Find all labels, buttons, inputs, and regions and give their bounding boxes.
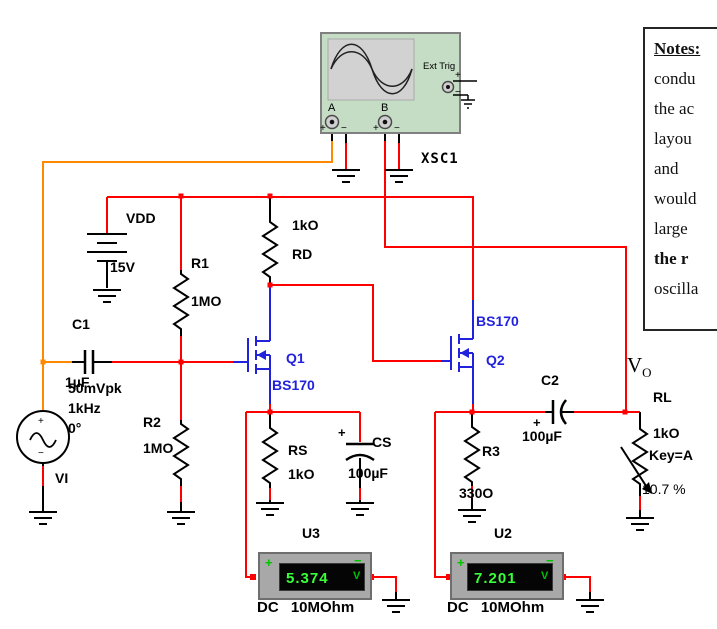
c2-value-label: 100µF: [522, 428, 562, 444]
resistor-rs[interactable]: [261, 424, 279, 488]
wire-red[interactable]: [42, 141, 641, 592]
vi-plus: +: [38, 416, 44, 427]
r3-ref-label: R3: [482, 443, 500, 459]
resistor-rd[interactable]: [261, 218, 279, 282]
potentiometer-rl[interactable]: [620, 425, 652, 494]
vi-amplitude-label: 50mVpk: [68, 380, 122, 396]
mosfet-q2[interactable]: [441, 300, 474, 404]
ext-trig-plus: +: [455, 70, 461, 81]
rl-key-label: Key=A: [649, 447, 693, 463]
scope-channel-a-label: A: [328, 102, 336, 114]
vi-ref-label: VI: [55, 470, 69, 486]
u2-display: 7.201 V: [467, 563, 553, 591]
notes-line: would: [654, 189, 697, 208]
vo-subscript: O: [642, 365, 652, 381]
r1-value-label: 1MO: [191, 293, 222, 309]
capacitor-c2[interactable]: [551, 399, 567, 425]
capacitor-cs[interactable]: [345, 442, 375, 462]
c2-plus: +: [533, 415, 541, 430]
u3-unit: V: [353, 570, 361, 582]
sine-icon: [29, 432, 57, 448]
u2-reading: 7.201: [474, 570, 517, 587]
notes-line: Notes:: [654, 39, 701, 58]
cs-ref-label: CS: [372, 434, 392, 450]
terminal-b[interactable]: [377, 114, 393, 130]
u3-reading: 5.374: [286, 570, 329, 587]
terminal-a-plus: +: [320, 123, 326, 134]
notes-line: the r: [654, 249, 689, 268]
r3-value-label: 330O: [459, 485, 494, 501]
rl-percent-label: 10.7 %: [642, 481, 686, 497]
terminal-a-minus: −: [341, 123, 347, 134]
resistor-r2[interactable]: [172, 420, 190, 486]
ac-source-vi[interactable]: [16, 410, 70, 464]
ground-symbols[interactable]: [29, 169, 654, 613]
mosfet-arrow-icon: [460, 348, 469, 358]
q2-ref-label: Q2: [486, 352, 505, 368]
c1-ref-label: C1: [72, 316, 90, 332]
capacitor-c1[interactable]: [83, 350, 95, 374]
vdd-value-label: 15V: [110, 259, 135, 275]
notes-line: oscilla: [654, 279, 699, 298]
q1-model-label: BS170: [272, 377, 315, 393]
ext-trig-minus: −: [455, 87, 461, 98]
notes-line: layou: [654, 129, 692, 148]
scope-ref-label: XSC1: [421, 151, 459, 167]
mosfet-q1[interactable]: [233, 286, 271, 404]
vdd-ref-label: VDD: [126, 210, 156, 226]
vo-symbol: V: [627, 353, 643, 377]
wire-black[interactable]: [42, 120, 641, 600]
u3-ref-label: U3: [302, 525, 320, 541]
q1-ref-label: Q1: [286, 350, 305, 366]
oscilloscope-xsc1[interactable]: [320, 32, 477, 134]
rs-ref-label: RS: [288, 442, 308, 458]
rl-ref-label: RL: [653, 389, 672, 405]
r2-value-label: 1MO: [143, 440, 174, 456]
rs-value-label: 1kO: [288, 466, 315, 482]
u2-mode-label: DC 10MOhm: [447, 599, 545, 616]
vi-phase-label: 0°: [68, 420, 82, 436]
terminal-ext-trig[interactable]: [441, 80, 455, 94]
u2-ref-label: U2: [494, 525, 512, 541]
c2-ref-label: C2: [541, 372, 559, 388]
vo-label: VO: [627, 353, 652, 381]
notes-box[interactable]: Notes: condu the ac layou and would larg…: [643, 27, 717, 331]
cs-value-label: 100µF: [348, 465, 388, 481]
u2-unit: V: [541, 570, 549, 582]
u3-display: 5.374 V: [279, 563, 365, 591]
battery-vdd[interactable]: [87, 233, 127, 262]
cs-plus: +: [338, 425, 346, 440]
terminal-a[interactable]: [324, 114, 340, 130]
u3-plus: +: [265, 555, 273, 570]
notes-line: condu: [654, 69, 696, 88]
resistor-r3[interactable]: [463, 424, 481, 486]
potentiometer-arrow: [642, 482, 652, 494]
r2-ref-label: R2: [143, 414, 161, 430]
scope-channel-b-label: B: [381, 102, 389, 114]
mosfet-arrow-icon: [257, 350, 266, 360]
terminal-b-plus: +: [373, 123, 379, 134]
u2-plus: +: [457, 555, 465, 570]
junction-dots: [40, 193, 628, 415]
rd-value-label: 1kO: [292, 217, 319, 233]
resistor-r1[interactable]: [172, 270, 190, 336]
vi-minus: −: [38, 448, 44, 459]
rl-value-label: 1kO: [653, 425, 680, 441]
rd-ref-label: RD: [292, 246, 313, 262]
waveform-icon: [330, 51, 413, 87]
u3-minus: −: [354, 553, 362, 568]
vi-frequency-label: 1kHz: [68, 400, 101, 416]
wire-orange[interactable]: [42, 141, 333, 410]
q2-model-label: BS170: [476, 313, 519, 329]
u3-mode-label: DC 10MOhm: [257, 599, 355, 616]
c1-value-label: 1µF: [65, 374, 90, 390]
terminal-b-minus: −: [394, 123, 400, 134]
r1-ref-label: R1: [191, 255, 209, 271]
ext-trig-label: Ext Trig: [423, 61, 456, 72]
notes-line: large: [654, 219, 688, 238]
u2-minus: −: [546, 553, 554, 568]
notes-line: the ac: [654, 99, 695, 118]
notes-line: and: [654, 159, 679, 178]
